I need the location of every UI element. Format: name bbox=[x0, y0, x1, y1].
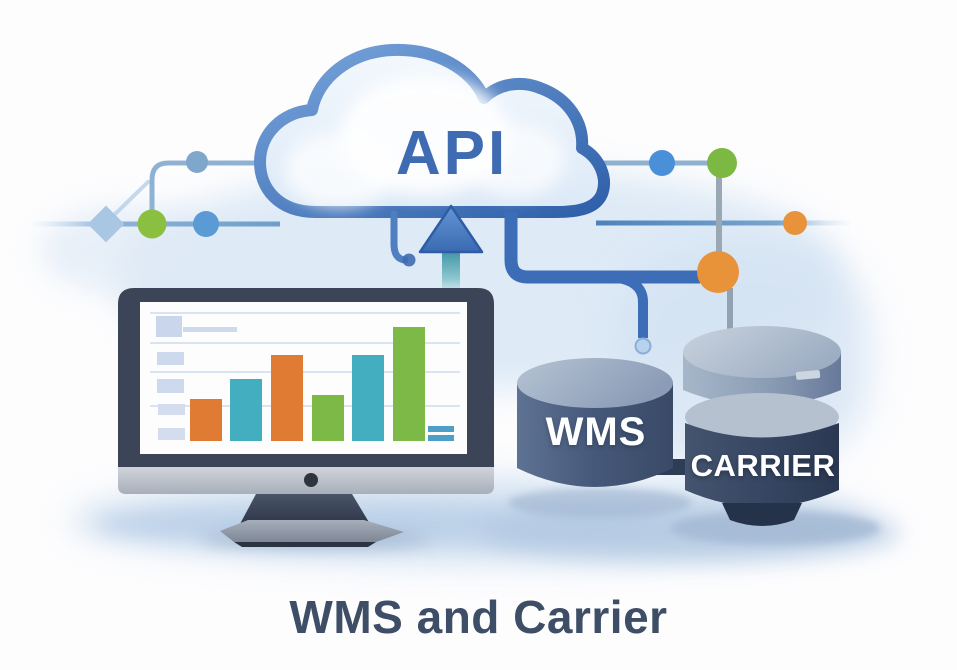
green-node-right bbox=[707, 148, 737, 178]
chart-bars bbox=[190, 327, 425, 441]
sidebar-block bbox=[156, 316, 182, 337]
screen-bar-chart bbox=[150, 312, 460, 441]
circuit-line-left-upper bbox=[149, 160, 268, 220]
carrier-slot bbox=[795, 370, 821, 380]
sidebar-block bbox=[157, 379, 184, 393]
wms-body bbox=[517, 383, 673, 487]
chart-bar bbox=[271, 355, 303, 441]
upload-arrow-icon bbox=[418, 204, 484, 302]
legend-dash bbox=[428, 435, 454, 441]
pipe-end-node bbox=[634, 337, 652, 355]
orange-node-large bbox=[697, 251, 739, 293]
carrier-bottom-body bbox=[685, 423, 839, 507]
monitor-stand-neck bbox=[240, 494, 370, 524]
camera-dot bbox=[304, 473, 318, 487]
monitor bbox=[118, 288, 494, 547]
sidebar-block bbox=[158, 404, 185, 415]
blue-node-right bbox=[649, 150, 675, 176]
carrier-database-label: CARRIER bbox=[690, 448, 836, 483]
green-node-left bbox=[137, 209, 167, 239]
carrier-bottom-rim bbox=[685, 393, 839, 441]
diamond-node bbox=[87, 205, 125, 243]
carrier-database bbox=[683, 326, 841, 526]
legend-dash bbox=[428, 426, 454, 432]
wms-database-label: WMS bbox=[545, 410, 647, 454]
wms-database bbox=[517, 358, 673, 487]
caption-title: WMS and Carrier bbox=[289, 591, 668, 643]
carrier-shadow bbox=[670, 511, 880, 545]
chart-bar bbox=[312, 395, 344, 441]
hook-end-node bbox=[402, 253, 416, 267]
chart-bar bbox=[230, 379, 262, 441]
chart-bar bbox=[190, 399, 222, 441]
cloud-pipes bbox=[390, 210, 739, 355]
carrier-top-ellipse bbox=[683, 326, 841, 378]
connector-pipe-branch bbox=[611, 272, 648, 338]
connector-hook bbox=[390, 210, 409, 264]
chart-bar bbox=[393, 327, 425, 441]
databases bbox=[508, 326, 880, 545]
sidebar-line bbox=[183, 327, 237, 332]
api-cloud bbox=[254, 43, 610, 218]
circuit-line-left-diagonal bbox=[108, 180, 150, 221]
circuit-right bbox=[596, 148, 850, 334]
circuit-left bbox=[30, 151, 280, 243]
arrow-head bbox=[418, 204, 484, 254]
sidebar-block bbox=[157, 352, 184, 365]
cloud-api-label: API bbox=[395, 119, 509, 188]
carrier-pedestal bbox=[722, 503, 802, 526]
blue-node-left bbox=[193, 211, 219, 237]
cloud-highlight bbox=[465, 124, 565, 196]
monitor-stand-base bbox=[220, 520, 404, 542]
connector-pipe-main bbox=[504, 212, 700, 284]
monitor-stand-base-edge bbox=[234, 542, 376, 547]
sidebar-block bbox=[158, 428, 185, 440]
wms-top bbox=[517, 358, 673, 408]
chart-bar bbox=[352, 355, 384, 441]
orange-node-small bbox=[783, 211, 807, 235]
wms-shadow bbox=[508, 488, 692, 518]
cloud-highlight bbox=[285, 132, 395, 208]
steel-node bbox=[186, 151, 208, 173]
